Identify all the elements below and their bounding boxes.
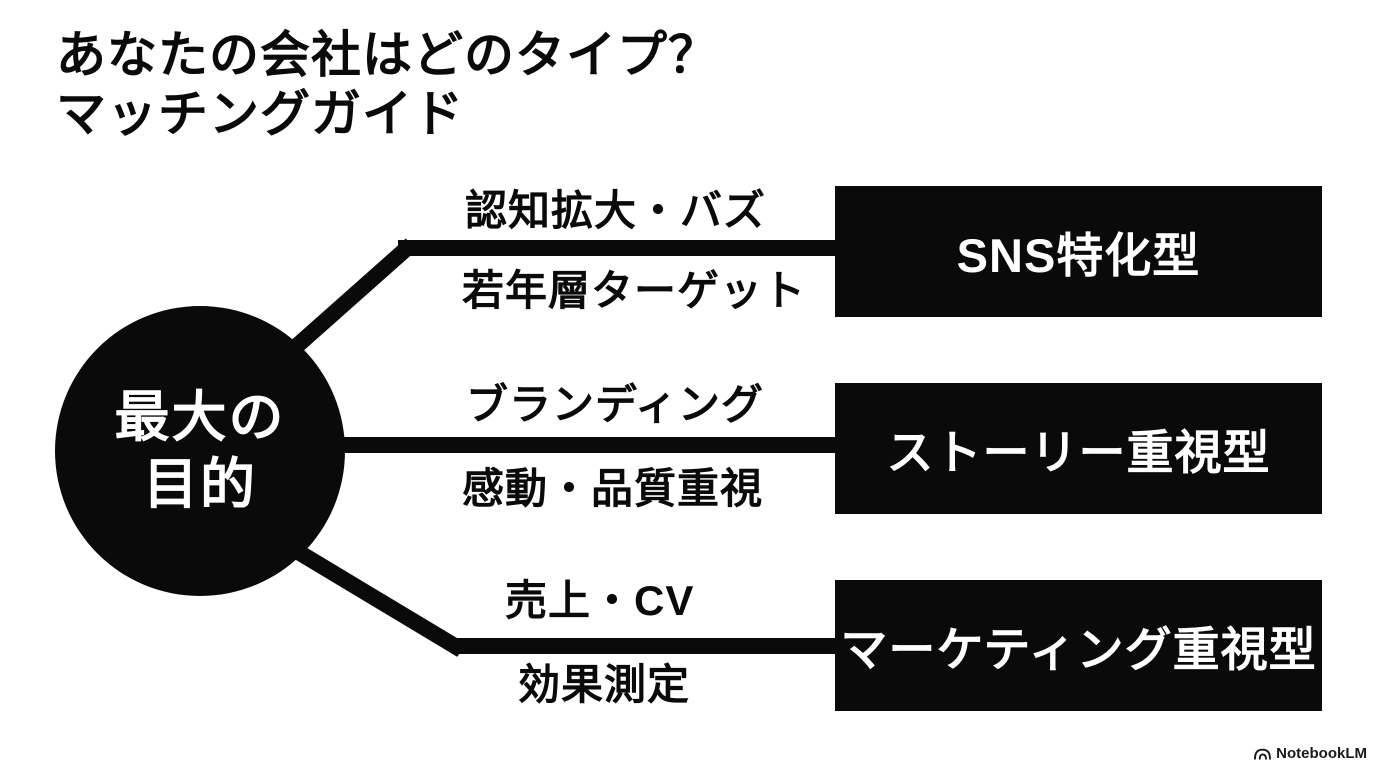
page-title-line2: マッチングガイド [56, 86, 464, 142]
footer-brand: NotebookLM [1253, 745, 1367, 762]
connector-branch1-diagonal [284, 238, 417, 358]
page-title: あなたの会社はどのタイプ？ マッチングガイド [56, 26, 719, 144]
branch3-top-label: 売上・CV [505, 577, 695, 624]
result-box-sns-label: SNS特化型 [956, 229, 1201, 282]
connector-branch3-horizontal [452, 638, 840, 654]
branch2-bottom-label: 感動・品質重視 [462, 465, 764, 512]
result-box-marketing: マーケティング重視型 [835, 580, 1322, 711]
notebooklm-logo-icon [1253, 747, 1272, 761]
center-node-line1: 最大の [114, 385, 286, 448]
connector-branch3-diagonal [285, 540, 466, 657]
footer-brand-text: NotebookLM [1276, 745, 1367, 762]
branch3-bottom-label: 効果測定 [518, 661, 691, 708]
connector-branch2-horizontal [335, 437, 840, 453]
branch1-top-label: 認知拡大・バズ [465, 187, 767, 234]
result-box-story: ストーリー重視型 [835, 383, 1322, 514]
branch2-top-label: ブランディング [466, 381, 765, 428]
page-title-line1: あなたの会社はどのタイプ？ [56, 27, 719, 83]
result-box-marketing-label: マーケティング重視型 [840, 623, 1317, 676]
result-box-story-label: ストーリー重視型 [886, 426, 1271, 479]
connector-branch1-horizontal [398, 240, 840, 256]
center-node-line2: 目的 [142, 453, 257, 515]
branch1-bottom-label: 若年層ターゲット [462, 267, 807, 314]
result-box-sns: SNS特化型 [835, 186, 1322, 317]
